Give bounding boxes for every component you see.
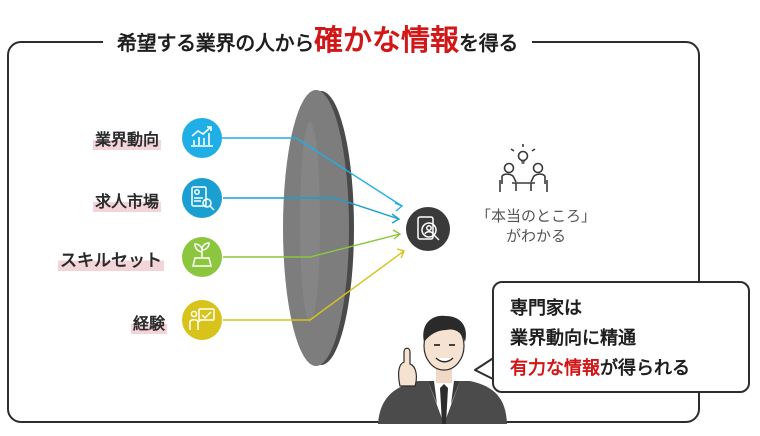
- resume-search-icon: [182, 178, 222, 218]
- diagram-title: 希望する業界の人から 確かな情報 を得る: [103, 18, 533, 62]
- source-label-skill-set: スキルセット: [58, 246, 164, 271]
- insight-search-icon: [406, 207, 450, 251]
- lens-shape: [283, 90, 354, 366]
- title-highlight: 確かな情報: [314, 23, 460, 57]
- source-label-industry-trends: 業界動向: [93, 126, 162, 150]
- presentation-icon: [182, 300, 222, 340]
- flow-line-jobs: [223, 197, 400, 220]
- meeting-idea-icon: [499, 144, 548, 192]
- title-lead: 希望する業界の人から: [117, 31, 314, 55]
- businessman-pointing-icon: [378, 315, 507, 424]
- bubble-line-1: 専門家は: [510, 298, 582, 319]
- speech-bubble-tail: [474, 356, 496, 381]
- hub-caption-line-1: 「本当のところ」: [475, 207, 596, 225]
- speech-bubble: 専門家は 業界動向に精通 有力な情報が得られる: [492, 281, 750, 393]
- flow-lines: [222, 137, 405, 321]
- hub-caption: 「本当のところ」 がわかる: [466, 206, 606, 246]
- bubble-line-3-rest: が得られる: [600, 358, 690, 379]
- skill-plant-icon: [182, 237, 222, 277]
- source-label-job-market: 求人市場: [93, 188, 162, 212]
- flow-line-skills: [223, 233, 401, 258]
- flow-line-industry: [222, 137, 403, 207]
- flow-line-experience: [223, 250, 405, 321]
- bubble-line-3: 有力な情報が得られる: [510, 354, 748, 384]
- bubble-line-2: 業界動向に精通: [510, 328, 636, 349]
- title-tail: を得る: [459, 31, 519, 55]
- source-label-experience: 経験: [131, 310, 168, 334]
- bubble-highlight: 有力な情報: [510, 358, 600, 379]
- hub-caption-line-2: がわかる: [505, 227, 566, 245]
- rising-chart-icon: [182, 118, 222, 158]
